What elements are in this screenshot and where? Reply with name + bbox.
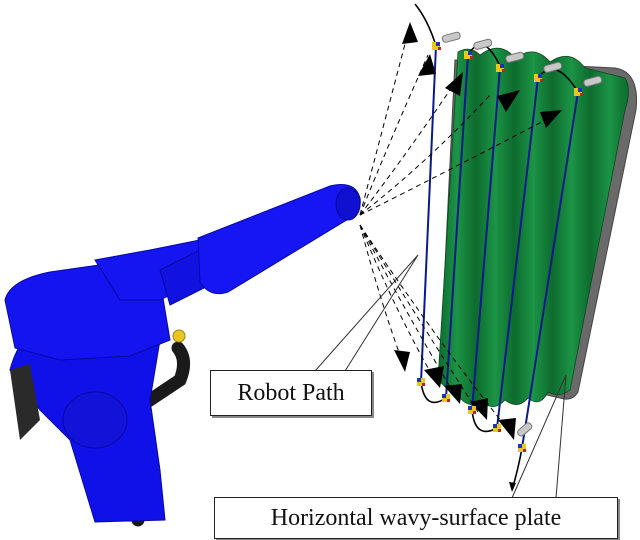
direction-arrows xyxy=(394,22,562,440)
path-end-arrow-icon xyxy=(509,482,516,492)
path-pass-5 xyxy=(521,91,579,449)
tool-poses xyxy=(417,31,603,452)
robot-wrist-end xyxy=(335,187,361,221)
arrow-icon xyxy=(498,418,516,440)
tool-pose xyxy=(464,38,493,59)
callout-leaders xyxy=(314,254,567,499)
plate-surface xyxy=(437,47,629,407)
tool-pose xyxy=(417,378,425,386)
robot-yellow-bolt xyxy=(172,329,186,343)
tool-pose xyxy=(517,422,533,452)
robot-joint xyxy=(62,391,128,449)
tool-pose xyxy=(442,394,450,402)
robot-side-panel xyxy=(10,364,40,440)
dashed-approach-lines xyxy=(359,24,556,433)
tool-pose xyxy=(534,61,563,82)
tool-pose xyxy=(432,31,461,50)
path-pass-2 xyxy=(445,54,469,399)
arrow-icon xyxy=(497,90,520,112)
tool-pose xyxy=(496,51,525,72)
arrow-icon xyxy=(394,350,410,372)
plate-leader xyxy=(511,374,567,499)
robot-path-label: Robot Path xyxy=(210,370,372,416)
robot-arm xyxy=(4,184,361,527)
plate-label: Horizontal wavy-surface plate xyxy=(214,497,618,539)
arrow-icon xyxy=(470,398,488,420)
path-pass-4 xyxy=(496,77,539,429)
arrow-icon xyxy=(418,54,436,76)
arrow-icon xyxy=(402,22,418,44)
tool-pose xyxy=(468,406,476,414)
arrow-icon xyxy=(445,72,463,96)
path-pass-3 xyxy=(471,67,501,411)
robot-path-leader xyxy=(314,254,419,372)
tool-pose xyxy=(493,424,501,432)
arrow-icon xyxy=(444,384,462,404)
arrow-icon xyxy=(424,366,444,388)
arrow-icon xyxy=(540,110,562,128)
tool-pose xyxy=(574,75,603,96)
